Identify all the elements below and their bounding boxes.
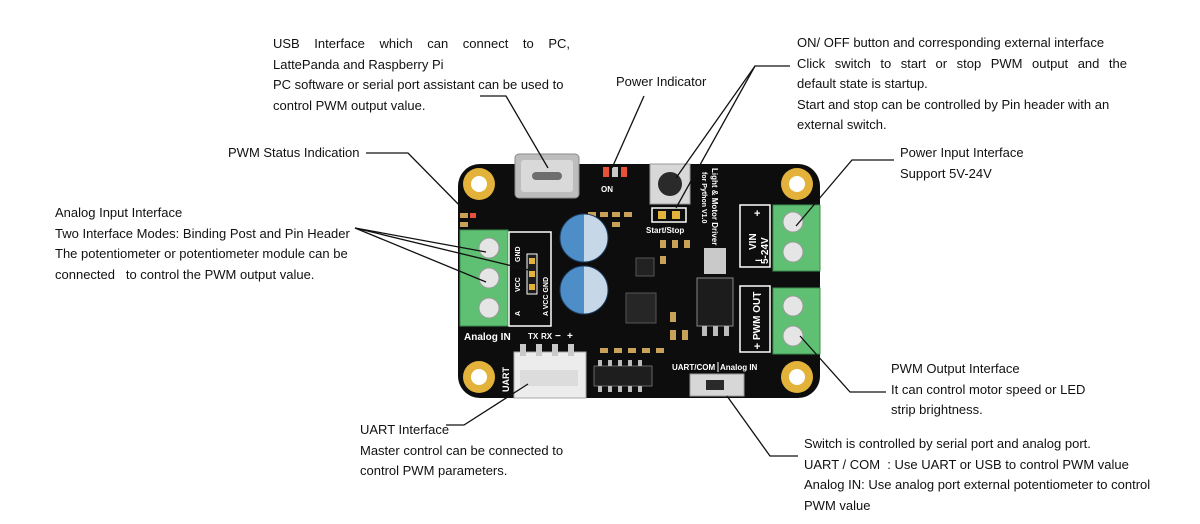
smd-components	[460, 212, 690, 353]
switch-callout-line-2: UART / COM : Use UART or USB to control …	[804, 456, 1129, 472]
usb-callout-line-3: PC software or serial port assistant can…	[273, 77, 564, 92]
analog-gnd-label: GND	[515, 246, 522, 262]
analog-in-small-label: Analog IN	[720, 363, 758, 372]
analog-header-label: A VCC GND	[543, 277, 550, 316]
analog-input-callout: Analog Input Interface Two Interface Mod…	[55, 203, 350, 285]
leader-lines	[354, 65, 894, 457]
pwm-output-line-1: PWM Output Interface	[891, 361, 1020, 376]
capacitor-bottom	[559, 265, 609, 315]
mounting-hole-top-right	[781, 168, 813, 200]
onoff-button-callout: ON/ OFF button and corresponding externa…	[797, 33, 1127, 136]
power-led	[603, 167, 627, 177]
usb-callout-line-2: LattePanda and Raspberry Pi	[273, 56, 444, 72]
onoff-callout-line-3: default state is startup.	[797, 76, 928, 91]
on-label: ON	[601, 185, 613, 194]
leader-analog-3	[354, 227, 530, 271]
mounting-hole-top-left	[463, 168, 495, 200]
mode-switch	[689, 373, 745, 397]
mosfet	[696, 248, 734, 336]
analog-pin-header	[526, 253, 538, 295]
vin-range-label: 5-24V	[760, 237, 771, 264]
power-indicator-line-1: Power Indicator	[616, 74, 707, 89]
vin-label: VIN	[748, 233, 759, 250]
leader-onoff-2	[675, 65, 756, 209]
switch-callout-line-1: Switch is controlled by serial port and …	[804, 436, 1091, 451]
pwm-status-callout: PWM Status Indication	[228, 143, 360, 164]
analog-callout-line-1: Analog Input Interface	[55, 205, 183, 220]
start-stop-header	[651, 207, 687, 223]
board-title-line1: Light & Motor Driver	[710, 168, 719, 245]
mounting-hole-bottom-right	[781, 361, 813, 393]
usb-interface-callout: USB Interface which can connect to PC, L…	[273, 34, 570, 116]
leader-switch	[726, 395, 798, 457]
onoff-callout-line-2: Click switch to start or stop PWM output…	[797, 55, 1127, 71]
power-input-line-1: Power Input Interface	[900, 145, 1024, 160]
power-input-callout: Power Input Interface Support 5V-24V	[900, 143, 1024, 184]
onoff-callout-line-1: ON/ OFF button and corresponding externa…	[797, 35, 1105, 50]
leader-uart	[446, 383, 529, 426]
leader-usb	[480, 95, 549, 169]
uart-connector	[513, 344, 587, 399]
power-input-terminal	[772, 204, 821, 272]
board-title-line2: for Python V1.0	[700, 172, 707, 223]
leader-pwm-status	[366, 152, 467, 213]
uart-callout-line-2: Master control can be connected to	[360, 442, 564, 458]
leader-power-input	[795, 159, 894, 227]
pwm-minus-sign: −	[755, 289, 761, 301]
usb-callout-line-4: control PWM output value.	[273, 97, 426, 113]
start-stop-label: Start/Stop	[646, 226, 684, 235]
analog-callout-line-4: connected to control the PWM output valu…	[55, 266, 315, 282]
small-ic	[635, 257, 655, 277]
power-indicator-callout: Power Indicator	[616, 72, 706, 93]
onoff-callout-line-4: Start and stop can be controlled by Pin …	[797, 96, 1110, 112]
mcu-chip	[625, 292, 657, 324]
leader-analog-1	[354, 227, 487, 253]
onoff-callout-line-5: external switch.	[797, 117, 887, 132]
tx-label: TX	[528, 332, 539, 341]
switch-callout-line-4: PWM value	[804, 497, 871, 513]
pcb-body	[458, 164, 820, 398]
rx-label: RX	[541, 332, 553, 341]
power-input-line-2: Support 5V-24V	[900, 165, 992, 181]
uart-callout-line-3: control PWM parameters.	[360, 463, 508, 478]
usb-callout-line-1: USB Interface which can connect to PC,	[273, 36, 570, 51]
usb-c-connector	[514, 153, 580, 199]
pwm-plus-sign: +	[754, 341, 760, 353]
switch-callout-line-3: Analog IN: Use analog port external pote…	[804, 477, 1151, 492]
capacitor-top	[559, 213, 609, 263]
mounting-hole-bottom-left	[463, 361, 495, 393]
leader-analog-2	[354, 227, 487, 283]
analog-a-label: A	[515, 311, 522, 316]
analog-callout-line-2: Two Interface Modes: Binding Post and Pi…	[55, 225, 350, 241]
uart-com-label: UART/COM	[672, 363, 715, 372]
pwm-out-label: PWM OUT	[752, 292, 763, 340]
vin-plus-sign: +	[754, 208, 760, 220]
uart-label: UART	[501, 367, 511, 392]
analog-callout-line-3: The potentiometer or potentiometer modul…	[55, 246, 348, 261]
onoff-button	[649, 163, 691, 205]
pwm-output-callout: PWM Output Interface It can control moto…	[891, 359, 1085, 421]
vin-silk-box	[739, 204, 771, 268]
leader-pwm-output	[799, 335, 886, 393]
mode-switch-callout: Switch is controlled by serial port and …	[804, 434, 1150, 516]
pwm-output-terminal	[772, 287, 821, 355]
soic-chip	[593, 360, 653, 392]
pwm-output-line-2: It can control motor speed or LED	[891, 381, 1086, 397]
uart-interface-callout: UART Interface Master control can be con…	[360, 420, 563, 482]
uart-plus-label: +	[567, 331, 573, 342]
uart-minus-label: −	[555, 331, 561, 342]
pwm-output-line-3: strip brightness.	[891, 402, 983, 417]
analog-vcc-label: VCC	[515, 277, 522, 292]
analog-silk-box	[508, 231, 552, 327]
analog-input-terminal	[459, 229, 509, 327]
pwm-status-line-1: PWM Status Indication	[228, 145, 360, 160]
uart-callout-line-1: UART Interface	[360, 422, 450, 437]
pwm-out-silk-box	[739, 285, 771, 353]
leader-power-indicator	[611, 95, 645, 169]
vin-minus-sign: −	[755, 255, 761, 267]
analog-in-label: Analog IN	[464, 332, 511, 343]
